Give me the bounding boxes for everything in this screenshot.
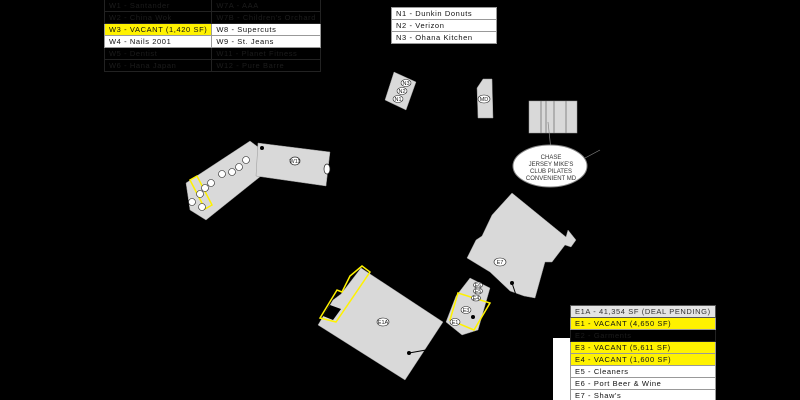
legend-w8: W8 - Supercuts <box>211 23 321 36</box>
pad-tenant-chase: CHASE <box>541 155 562 161</box>
pad-tenant-convenient-md: CONVENIENT MD <box>526 176 577 182</box>
legend-e1a: E1A - 41,354 SF (DEAL PENDING) <box>570 305 716 318</box>
legend-w12: W12 - Pure Barre <box>211 59 321 72</box>
unit-marker-w12[interactable] <box>323 163 331 175</box>
legend-row: N3 - Ohana Kitchen <box>391 31 497 44</box>
unit-marker-n2[interactable] <box>396 87 408 95</box>
unit-marker-e3[interactable] <box>460 306 472 314</box>
leader-line <box>408 349 427 354</box>
building-cutout <box>323 305 341 320</box>
west-unit-markers <box>188 156 250 211</box>
legend-e5: E5 - Cleaners <box>570 365 716 378</box>
north-legend-table: N1 - Dunkin Donuts N2 - Verizon N3 - Oha… <box>391 7 497 44</box>
label-n3: N3 <box>402 81 409 87</box>
legend-row: N2 - Verizon <box>391 19 497 32</box>
legend-e7: E7 - Shaw's <box>570 389 716 400</box>
legend-row: N1 - Dunkin Donuts <box>391 7 497 20</box>
building-west-strip[interactable] <box>185 140 267 221</box>
unit-marker-n3[interactable] <box>400 79 412 87</box>
legend-row: E4 - VACANT (1,600 SF) <box>570 353 716 366</box>
unit-marker[interactable] <box>207 179 215 187</box>
building-chase-pad[interactable] <box>528 100 578 134</box>
label-e3: E3 <box>463 308 470 314</box>
legend-row: E3 - VACANT (5,611 SF) <box>570 341 716 354</box>
label-e7: E7 <box>497 260 504 266</box>
legend-n1: N1 - Dunkin Donuts <box>391 7 497 20</box>
legend-w2: W2 - China Wok <box>103 11 213 24</box>
label-n2: N2 <box>398 89 405 95</box>
pad-building[interactable] <box>528 100 578 134</box>
label-n1: N1 <box>394 97 401 103</box>
label-e1a: E1A <box>378 320 389 326</box>
legend-w3-vacant: W3 - VACANT (1,420 SF) <box>103 23 213 36</box>
legend-w7b: W7B - Children's Orchard <box>211 11 321 24</box>
pad-tenants-bubble <box>512 144 588 188</box>
unit-marker[interactable] <box>218 170 226 178</box>
marker-dot <box>471 315 475 319</box>
label-e1: E1 <box>452 320 459 326</box>
legend-w11: W11 - Planet Fitness <box>211 47 321 60</box>
unit-marker-e1[interactable] <box>449 318 461 326</box>
unit-marker[interactable] <box>235 163 243 171</box>
unit-marker-e4[interactable] <box>471 294 481 302</box>
legend-w5: W5 - Dentist <box>103 47 213 60</box>
label-e4: E4 <box>473 296 480 302</box>
legend-row: E5 - Cleaners <box>570 365 716 378</box>
legend-n2: N2 - Verizon <box>391 19 497 32</box>
marker-dot <box>260 146 264 150</box>
unit-marker[interactable] <box>188 198 196 206</box>
pad-tenant-jersey-mikes: JERSEY MIKE'S <box>529 162 574 168</box>
legend-row: E1 - VACANT (4,650 SF) <box>570 317 716 330</box>
legend-w4: W4 - Nails 2001 <box>103 35 213 48</box>
legend-row: E7 - Shaw's <box>570 389 716 400</box>
legend-row: W3 - VACANT (1,420 SF)W8 - Supercuts <box>103 23 321 36</box>
leader-line <box>511 282 517 296</box>
legend-e2: E2 - Garments <box>570 329 716 342</box>
legend-w9: W9 - St. Jeans <box>211 35 321 48</box>
label-e5: E5 <box>475 289 482 295</box>
legend-w7a: W7A - AAA <box>211 0 321 12</box>
unit-marker[interactable] <box>242 156 250 164</box>
unit-marker-e7[interactable] <box>493 257 507 267</box>
unit-marker-md[interactable] <box>477 94 491 104</box>
legend-row: E6 - Port Beer & Wine <box>570 377 716 390</box>
unit-marker[interactable] <box>196 190 204 198</box>
label-md: MD <box>480 97 489 103</box>
vacant-w3-outline[interactable] <box>189 174 213 211</box>
legend-row: E2 - Garments <box>570 329 716 342</box>
legend-e4-vacant: E4 - VACANT (1,600 SF) <box>570 353 716 366</box>
label-w11: W11 <box>290 159 301 165</box>
east-legend-table: E1A - 41,354 SF (DEAL PENDING) E1 - VACA… <box>570 305 716 400</box>
unit-marker-e1a[interactable] <box>376 317 390 327</box>
legend-e3-vacant: E3 - VACANT (5,611 SF) <box>570 341 716 354</box>
legend-w6: W6 - Hana Japan <box>103 59 213 72</box>
legend-row: E1A - 41,354 SF (DEAL PENDING) <box>570 305 716 318</box>
legend-e1-vacant: E1 - VACANT (4,650 SF) <box>570 317 716 330</box>
unit-marker-e5[interactable] <box>473 287 483 295</box>
leader-line <box>584 149 601 159</box>
legend-e6: E6 - Port Beer & Wine <box>570 377 716 390</box>
marker-dot <box>510 281 514 285</box>
vacant-e1-outline[interactable] <box>318 265 372 323</box>
legend-w1: W1 - Santander <box>103 0 213 12</box>
legend-n3: N3 - Ohana Kitchen <box>391 31 497 44</box>
unit-marker[interactable] <box>228 168 236 176</box>
label-e6: E6 <box>475 283 482 289</box>
unit-marker-n1[interactable] <box>392 95 404 103</box>
building-e7[interactable] <box>466 192 577 299</box>
unit-marker[interactable] <box>201 184 209 192</box>
unit-marker[interactable] <box>198 203 206 211</box>
pad-tenant-club-pilates: CLUB PILATES <box>530 169 572 175</box>
unit-marker-w11[interactable] <box>289 156 301 166</box>
